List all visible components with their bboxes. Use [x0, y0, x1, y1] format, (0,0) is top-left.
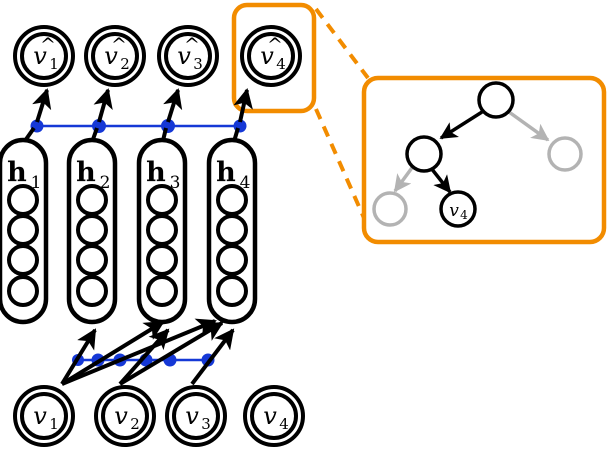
tree-edge-muted — [507, 110, 550, 142]
tree-node-muted — [372, 191, 408, 227]
output-sub-1: 1 — [49, 55, 59, 73]
output-sub-4: 4 — [276, 55, 286, 73]
hidden-stack-4: h 4 — [206, 137, 258, 325]
output-arrows — [32, 88, 253, 123]
output-hat-3: ^ — [184, 34, 200, 56]
input-arrow — [118, 328, 170, 386]
output-arrow — [233, 88, 253, 123]
tree-leaf-sub: 4 — [460, 208, 468, 222]
input-node-1: v 1 — [13, 385, 75, 447]
input-var-1: v — [33, 402, 47, 430]
input-var-3: v — [185, 402, 199, 430]
tree-edge-muted — [393, 163, 416, 193]
input-node-2: v 2 — [94, 385, 156, 447]
output-hat-2: ^ — [111, 34, 127, 56]
zoom-lines — [314, 7, 370, 228]
output-arrow — [93, 88, 113, 123]
hidden-var-1: h — [7, 157, 27, 188]
tree-node-muted — [547, 136, 583, 172]
output-var-1: v — [33, 42, 47, 70]
input-var-2: v — [114, 402, 128, 430]
output-arrow — [32, 88, 52, 123]
output-var-2: v — [104, 42, 118, 70]
output-arrow — [163, 88, 183, 123]
top-connector — [30, 119, 247, 133]
input-arrow — [190, 328, 235, 386]
tree-node — [405, 135, 443, 173]
output-var-4: v — [260, 42, 274, 70]
input-arrow — [61, 318, 217, 386]
tree-edge — [429, 166, 452, 194]
output-node-1: ^ v 1 — [13, 25, 75, 87]
zoom-panel-frame — [361, 75, 607, 245]
output-sub-3: 3 — [193, 55, 203, 73]
tree-node-root — [477, 81, 515, 119]
hidden-var-2: h — [76, 157, 96, 188]
input-node-3: v 3 — [165, 385, 227, 447]
highlight-box — [231, 2, 317, 114]
hidden-sub-4: 4 — [240, 173, 251, 193]
input-arrow — [118, 321, 224, 386]
hidden-var-4: h — [216, 157, 236, 188]
input-nodes: v 1 v 2 v 3 v 4 — [13, 385, 305, 447]
hidden-var-3: h — [146, 157, 166, 188]
tree-node-leaf — [439, 190, 477, 228]
hidden-stack-1: h 1 — [0, 137, 49, 325]
zoom-panel: v 4 — [361, 75, 607, 245]
output-var-3: v — [177, 42, 191, 70]
input-sub-3: 3 — [201, 415, 211, 433]
output-nodes: ^ v 1 ^ v 2 ^ v 3 ^ v 4 — [13, 25, 302, 87]
hidden-sub-1: 1 — [31, 173, 42, 193]
tree-leaf-var: v — [449, 201, 459, 221]
output-node-4: ^ v 4 — [240, 25, 302, 87]
hidden-sub-2: 2 — [100, 173, 111, 193]
hidden-stacks: h 1 h 2 h 3 h 4 — [0, 137, 258, 325]
input-sub-4: 4 — [279, 415, 289, 433]
input-arrow — [60, 328, 97, 386]
hidden-stack-3: h 3 — [136, 137, 188, 325]
input-var-4: v — [263, 402, 277, 430]
output-hat-1: ^ — [40, 34, 56, 56]
output-hat-4: ^ — [267, 34, 283, 56]
input-sub-2: 2 — [130, 415, 140, 433]
hidden-stack-2: h 2 — [66, 137, 118, 325]
tree-edge — [439, 110, 483, 140]
hidden-to-connector-lines — [20, 126, 240, 147]
input-node-4: v 4 — [243, 385, 305, 447]
output-node-2: ^ v 2 — [84, 25, 146, 87]
input-sub-1: 1 — [49, 415, 59, 433]
output-sub-2: 2 — [120, 55, 130, 73]
input-arrow — [60, 320, 165, 386]
output-node-3: ^ v 3 — [157, 25, 219, 87]
hidden-sub-3: 3 — [170, 173, 181, 193]
input-arrows — [60, 318, 235, 386]
